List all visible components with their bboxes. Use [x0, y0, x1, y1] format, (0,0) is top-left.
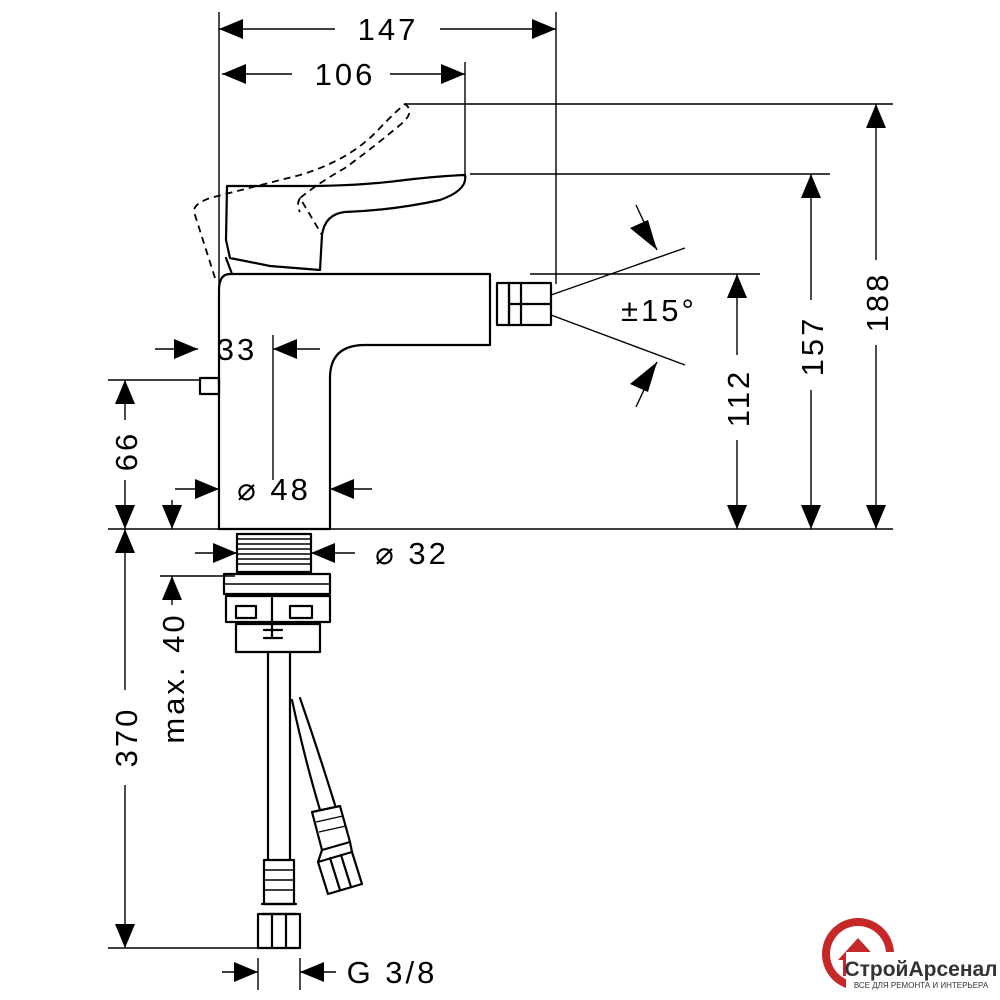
extension-lines — [108, 12, 893, 577]
dim-33-label: 33 — [217, 332, 257, 367]
dim-157-label: 157 — [795, 316, 830, 377]
threaded-shank — [222, 532, 332, 596]
dim-106-label: 106 — [315, 57, 376, 92]
dim-angle-label: ±15° — [621, 293, 697, 328]
dim-147-label: 147 — [358, 12, 419, 47]
dim-body-offset: 33 — [155, 332, 320, 367]
dim-188-label: 188 — [860, 272, 895, 333]
dim-spout-angle: ±15° — [550, 204, 697, 408]
dim-66-label: 66 — [109, 431, 144, 471]
spout-nozzle — [495, 281, 553, 327]
dim-connection-thread: G 3/8 — [222, 955, 438, 990]
dim-hose-length: 370 — [108, 529, 258, 949]
lever-raised-outline — [193, 102, 411, 279]
dim-max-thickness: max. 40 — [156, 500, 191, 744]
dim-thread-diameter: ⌀ 32 — [195, 536, 449, 571]
dim-max40-label: max. 40 — [156, 612, 191, 743]
lever-handle — [224, 173, 467, 276]
supply-hose-straight — [256, 650, 302, 950]
dim-width-total: 147 — [219, 12, 556, 47]
dim-height-157: 157 — [795, 174, 830, 529]
dim-112-label: 112 — [721, 369, 756, 427]
mixer-body — [217, 272, 492, 531]
dim-width-lever: 106 — [222, 57, 465, 92]
brand-logo: СтройАрсенал ВСЕ ДЛЯ РЕМОНТА И ИНТЕРЬЕРА — [822, 918, 998, 992]
logo-tagline: ВСЕ ДЛЯ РЕМОНТА И ИНТЕРЬЕРА — [854, 981, 989, 990]
dim-32-label: ⌀ 32 — [375, 536, 449, 571]
dim-370-label: 370 — [109, 707, 144, 768]
logo-name: СтройАрсенал — [844, 958, 997, 981]
dim-height-188: 188 — [860, 104, 895, 529]
supply-hose-curved — [290, 696, 364, 896]
dim-rod-height: 66 — [109, 380, 144, 529]
dim-g38-label: G 3/8 — [347, 955, 438, 990]
dim-height-112: 112 — [721, 274, 756, 529]
dim-body-diameter: ⌀ 48 — [175, 472, 372, 507]
mounting-nut — [224, 594, 332, 654]
dim-48-label: ⌀ 48 — [237, 472, 311, 507]
drain-rod — [198, 376, 221, 396]
